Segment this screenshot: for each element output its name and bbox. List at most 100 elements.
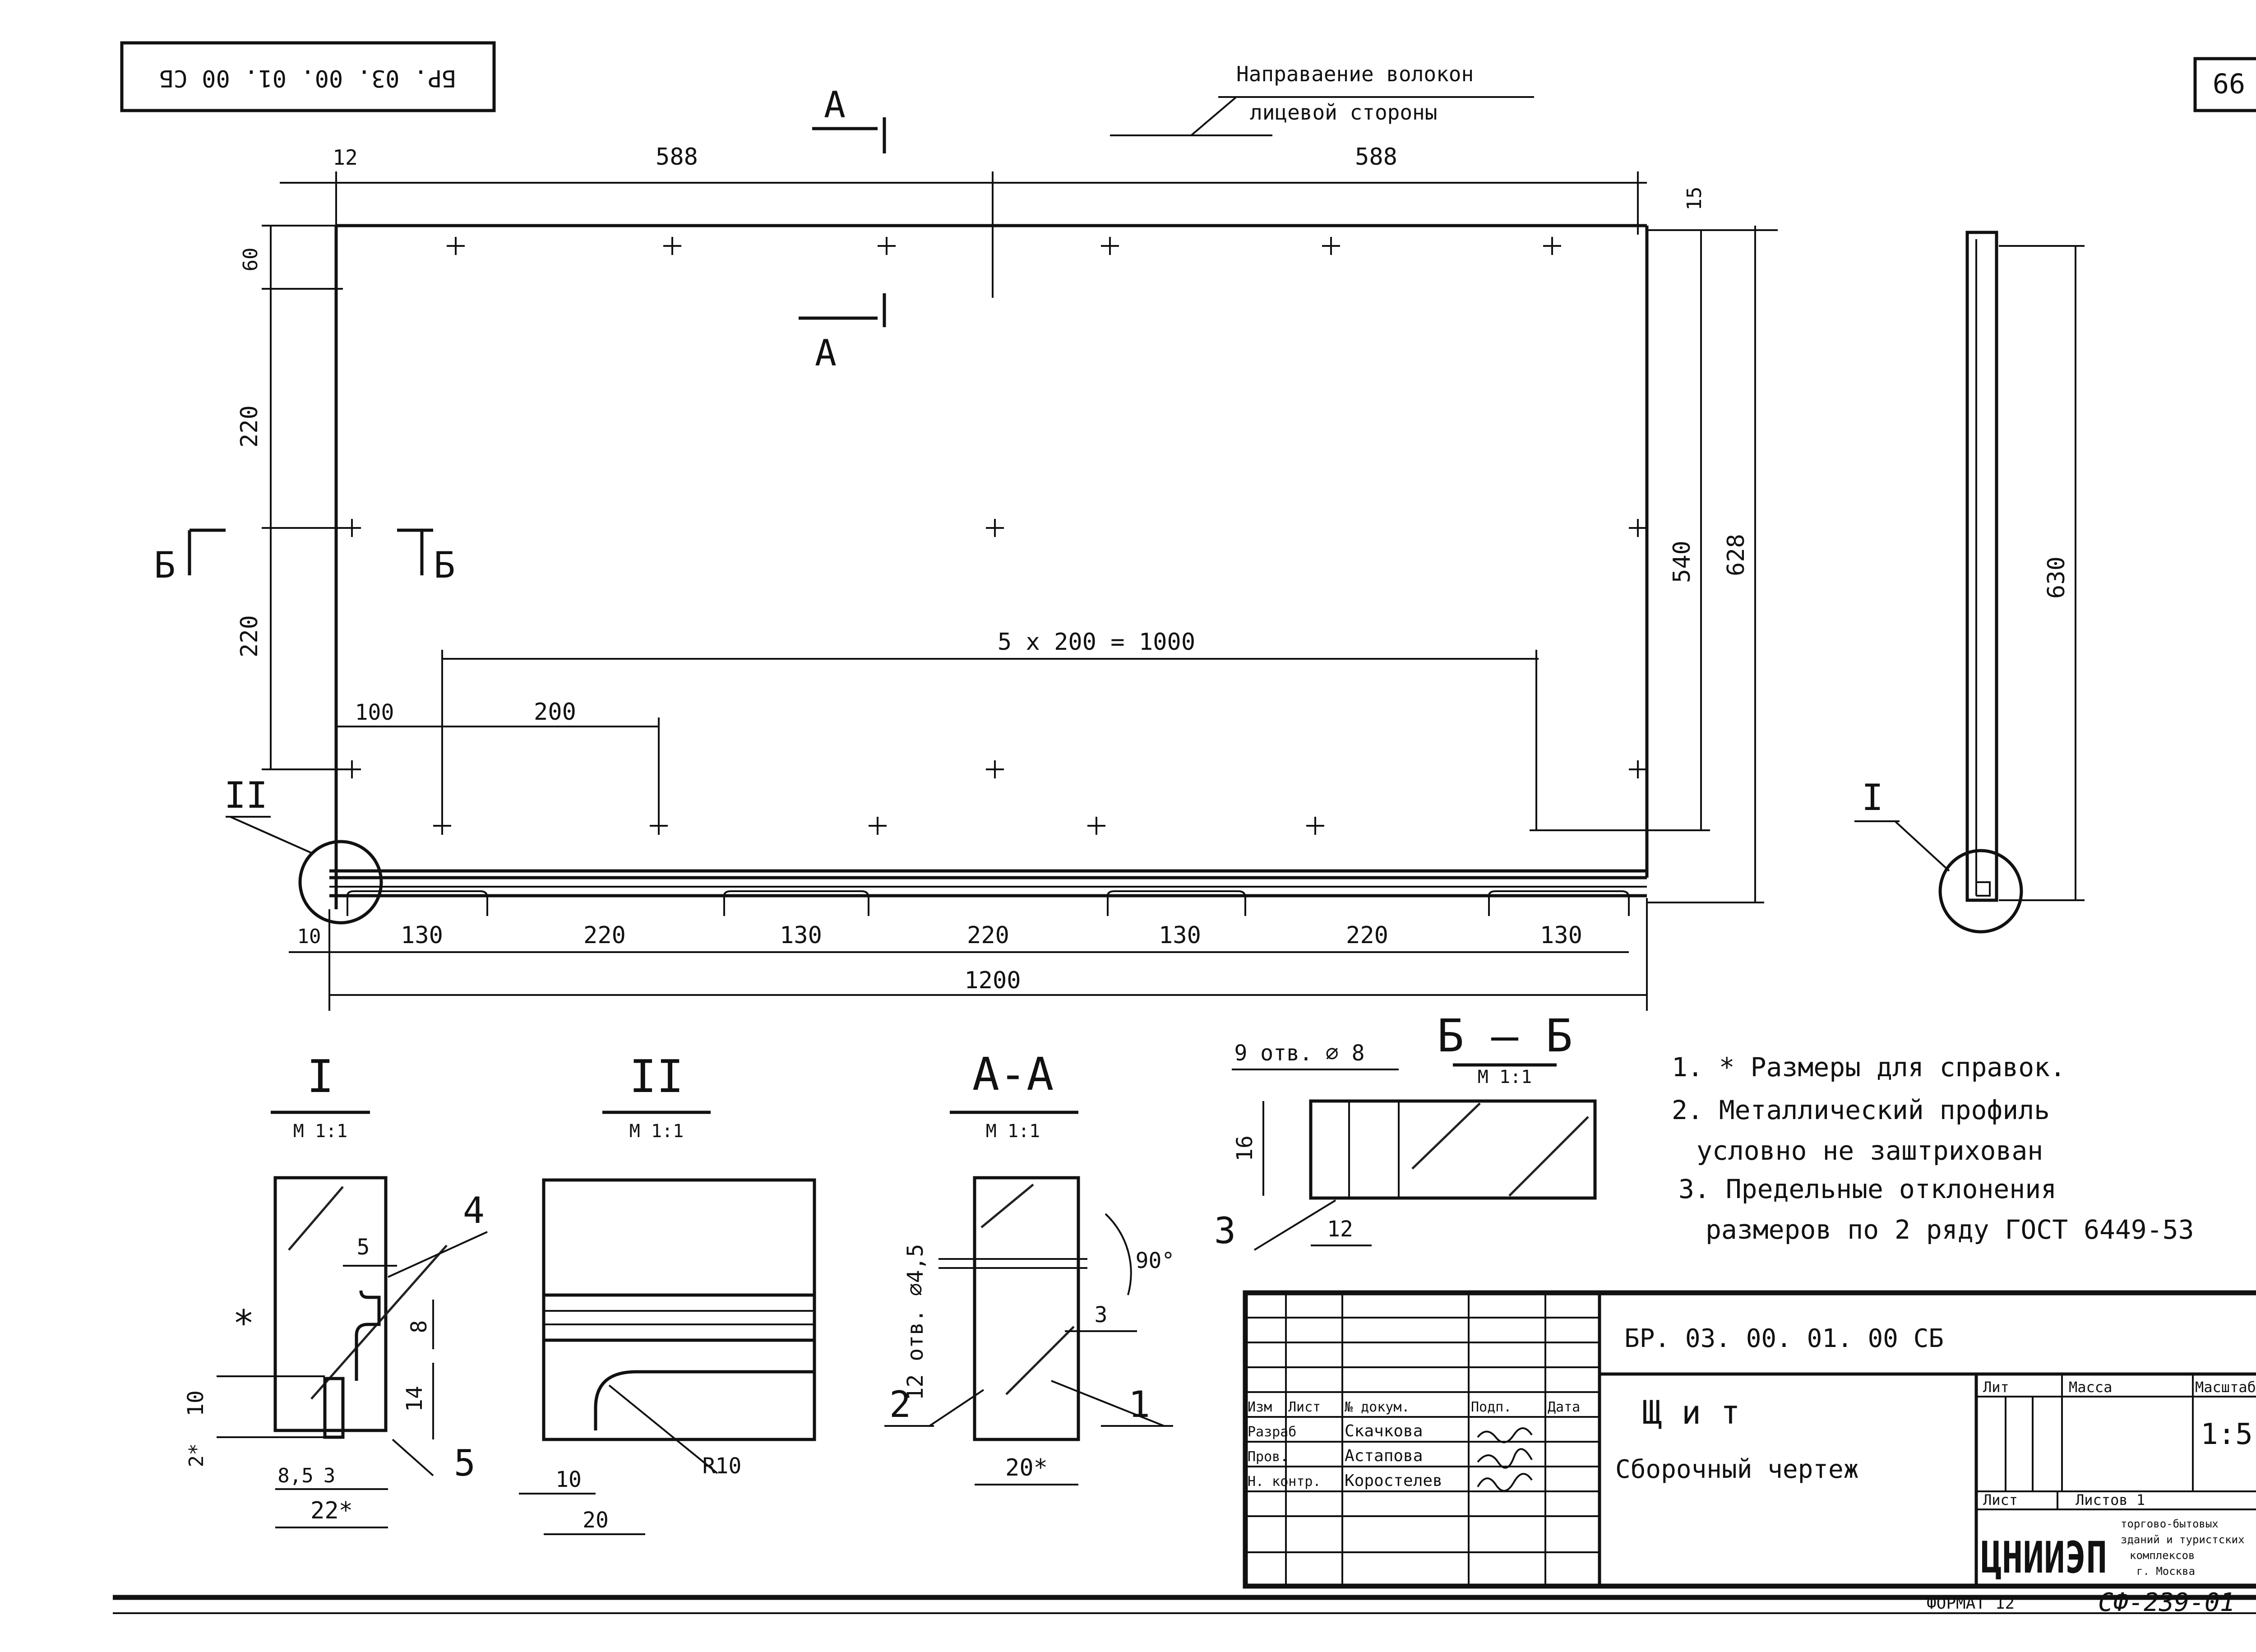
hole-mark <box>663 237 681 255</box>
tb-designation: БР. 03. 00. 01. 00 СБ <box>1624 1324 1944 1353</box>
detail-I: I М 1:1 5 8 14 10 2* 8,5 3 22* 4 5 * <box>183 1050 488 1528</box>
title-block: Изм Лист № докум. Подп. Дата Разраб Скач… <box>1243 1290 2256 1589</box>
grain-note-leader-diag <box>1190 96 1237 136</box>
format-label: ФОРМАТ 12 <box>1927 1594 2015 1613</box>
section-AA-label-2: 2 <box>889 1384 911 1425</box>
tb-lit: Лит <box>1983 1379 2009 1396</box>
rotated-code-text: БР. 03. 00. 01. 00 СБ <box>159 65 456 92</box>
callout-II-circle <box>298 840 383 925</box>
section-AA-dim-3: 3 <box>1095 1302 1108 1328</box>
section-BB-holes: 9 отв. ⌀ 8 <box>1234 1041 1365 1066</box>
hole-mark <box>986 519 1004 537</box>
detail-I-hatch <box>288 1186 344 1251</box>
detail-I-dim-3: 3 <box>324 1464 336 1487</box>
callout-I-leader <box>1894 820 1950 872</box>
hole-marks <box>343 237 1647 835</box>
section-AA-leader-2 <box>929 1389 985 1427</box>
tb-col-doc: № докум. <box>1345 1399 1410 1415</box>
detail-II-radius: R10 <box>703 1453 742 1479</box>
dim-15: 15 <box>1683 187 1706 211</box>
detail-I-dim-8: 8 <box>407 1320 432 1333</box>
detail-I-dim-2: 2* <box>185 1444 208 1467</box>
tb-list: Лист <box>1983 1491 2018 1509</box>
org-text-1: торгово-бытовых <box>2121 1518 2219 1530</box>
note-3a: 3. Предельные отклонения <box>1678 1174 2057 1204</box>
detail-I-label-5: 5 <box>454 1442 476 1484</box>
detail-I-scale: М 1:1 <box>293 1121 347 1142</box>
dim-bottom-seg-1: 130 <box>401 922 443 949</box>
detail-I-dim-5: 5 <box>357 1235 370 1260</box>
page-number-box <box>2193 57 2256 112</box>
tb-nkontr: Н. контр. <box>1248 1474 1321 1490</box>
section-BB-hole <box>1348 1100 1400 1199</box>
profile-slot-2 <box>723 890 869 916</box>
profile-slot-4 <box>1488 890 1630 916</box>
org-logo: ЦНИИЭП <box>1981 1532 2107 1583</box>
org-text-3: комплексов <box>2130 1549 2195 1562</box>
tb-prov: Пров. <box>1248 1449 1288 1465</box>
section-AA-leader-1 <box>1051 1380 1165 1427</box>
detail-II-dim-10: 10 <box>555 1467 582 1492</box>
detail-I-label-4: 4 <box>463 1189 485 1231</box>
drawing-stamp: СФ-239-01 <box>2098 1588 2235 1617</box>
detail-II-body <box>542 1178 816 1441</box>
page-number: 66 <box>2213 69 2245 100</box>
detail-II-dim-20: 20 <box>582 1508 609 1533</box>
detail-II-slot-corner <box>594 1370 814 1430</box>
detail-I-dim-8-5: 8,5 <box>277 1464 313 1487</box>
detail-I-leader-4 <box>388 1231 488 1278</box>
note-3b: размеров по 2 ряду ГОСТ 6449-53 <box>1706 1214 2194 1245</box>
dim-12-top: 12 <box>333 145 357 170</box>
dim-630: 630 <box>2043 556 2070 599</box>
grain-note-line1: Направаение волокон <box>1236 62 1474 86</box>
hole-mark <box>1543 237 1561 255</box>
section-B-left-label: Б <box>154 544 176 586</box>
hole-mark <box>343 519 361 537</box>
tb-col-izm: Изм <box>1248 1399 1272 1415</box>
tb-scale-value: 1:5 <box>2201 1418 2253 1451</box>
dim-628: 628 <box>1723 534 1750 576</box>
section-B-right-label: Б <box>434 544 455 586</box>
tb-left-grid <box>1245 1293 1600 1586</box>
tb-masshtab: Масштаб <box>2195 1379 2256 1396</box>
note-2b: условно не заштрихован <box>1697 1135 2043 1166</box>
dim-bottom-seg-4: 220 <box>967 922 1009 949</box>
tb-name-line2: Сборочный чертеж <box>1615 1455 1858 1484</box>
tb-col-list: Лист <box>1288 1399 1321 1415</box>
section-AA-title: А-А <box>972 1048 1054 1101</box>
section-AA-angle-arc <box>1105 1213 1132 1296</box>
org-text-2: зданий и туристских <box>2121 1533 2245 1546</box>
section-BB-leader-3 <box>1253 1199 1336 1251</box>
dim-588-left: 588 <box>656 143 698 171</box>
hole-mark <box>869 817 887 835</box>
hole-mark <box>343 760 361 778</box>
side-profile-detail <box>1976 881 1991 897</box>
main-view: 12 588 588 15 60 220 220 540 628 5 x 200… <box>154 84 1778 1011</box>
callout-I-label: I <box>1862 777 1883 819</box>
dim-10-bottom: 10 <box>297 925 321 948</box>
signature-nkontr <box>1477 1473 1533 1492</box>
section-BB-hatch-2 <box>1508 1116 1589 1197</box>
dim-220-bottom: 220 <box>236 615 263 657</box>
section-A-A: А-А М 1:1 12 отв. ⌀4,5 90° 3 20* 1 2 <box>884 1048 1174 1485</box>
section-AA-angle: 90° <box>1136 1248 1175 1273</box>
detail-I-body <box>273 1176 388 1432</box>
detail-II: II М 1:1 R10 10 20 <box>519 1050 816 1535</box>
section-BB-label-3: 3 <box>1214 1210 1236 1252</box>
section-BB-hatch-1 <box>1411 1102 1481 1170</box>
detail-I-mark: * <box>233 1302 254 1344</box>
dim-bottom-seg-6: 220 <box>1346 922 1388 949</box>
dim-bottom-seg-2: 220 <box>583 922 626 949</box>
dim-200: 200 <box>534 699 576 726</box>
hole-mark <box>878 237 896 255</box>
detail-I-title: I <box>307 1050 334 1103</box>
signature-razrab <box>1477 1427 1533 1444</box>
section-BB-body <box>1309 1099 1597 1200</box>
section-AA-dim-20: 20* <box>1005 1454 1048 1481</box>
title-block-frame <box>1243 1290 2256 1589</box>
tb-col-sign: Подп. <box>1471 1399 1512 1415</box>
section-BB-scale: М 1:1 <box>1478 1067 1532 1087</box>
tb-prov-name: Астапова <box>1345 1447 1423 1465</box>
hole-mark <box>1629 760 1647 778</box>
